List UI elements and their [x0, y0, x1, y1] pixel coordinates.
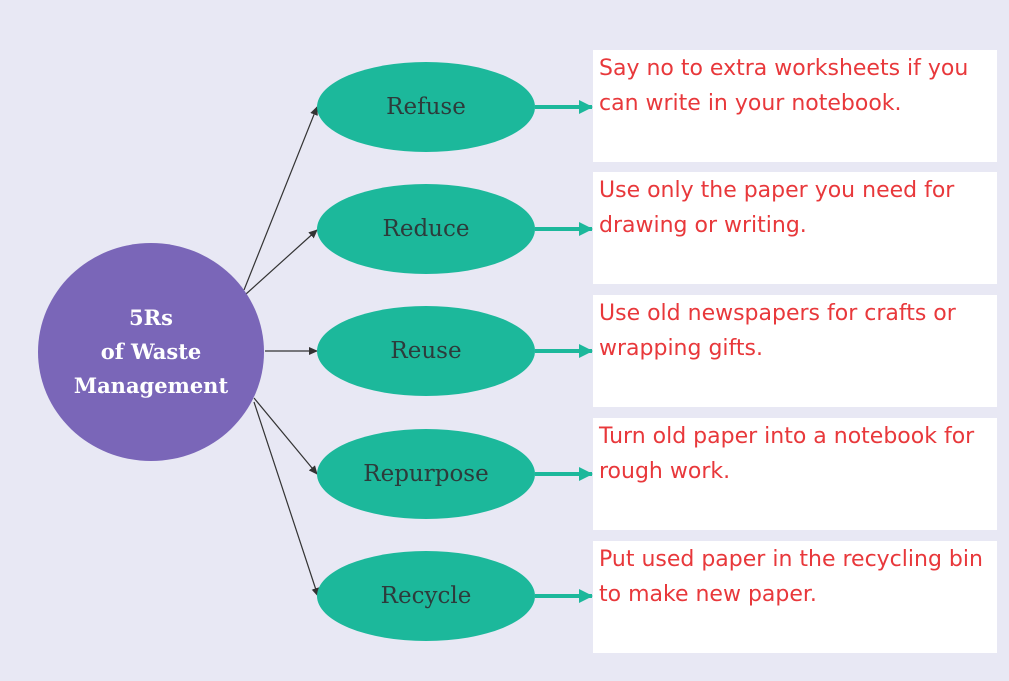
connector-refuse [243, 106, 318, 291]
note-recycle: Put used paper in the recycling bin to m… [593, 541, 997, 653]
hub-circle: 5Rs of Waste Management [38, 243, 264, 461]
oval-label-repurpose: Repurpose [363, 461, 489, 487]
oval-repurpose: Repurpose [317, 429, 535, 519]
note-text-reuse: Use old newspapers for crafts or wrappin… [599, 301, 956, 361]
oval-refuse: Refuse [317, 62, 535, 152]
note-reuse: Use old newspapers for crafts or wrappin… [593, 295, 997, 407]
oval-reduce: Reduce [317, 184, 535, 274]
hub-title-line-3: Management [73, 373, 229, 398]
note-text-recycle: Put used paper in the recycling bin to m… [599, 547, 983, 607]
note-text-reduce: Use only the paper you need for drawing … [599, 178, 955, 238]
oval-label-reuse: Reuse [390, 338, 462, 364]
connector-repurpose [253, 397, 318, 475]
note-text-refuse: Say no to extra worksheets if you can wr… [599, 56, 969, 116]
note-text-repurpose: Turn old paper into a notebook for rough… [599, 424, 975, 484]
hub-title-line-2: of Waste [100, 339, 202, 364]
note-reduce: Use only the paper you need for drawing … [593, 172, 997, 284]
oval-label-reduce: Reduce [382, 216, 470, 242]
note-repurpose: Turn old paper into a notebook for rough… [593, 418, 997, 530]
note-refuse: Say no to extra worksheets if you can wr… [593, 50, 997, 162]
hub-title-line-1: 5Rs [129, 305, 173, 330]
connector-recycle [253, 401, 320, 597]
oval-label-refuse: Refuse [386, 94, 466, 120]
oval-recycle: Recycle [317, 551, 535, 641]
oval-reuse: Reuse [317, 306, 535, 396]
oval-label-recycle: Recycle [380, 583, 472, 609]
connector-reduce [245, 229, 318, 295]
